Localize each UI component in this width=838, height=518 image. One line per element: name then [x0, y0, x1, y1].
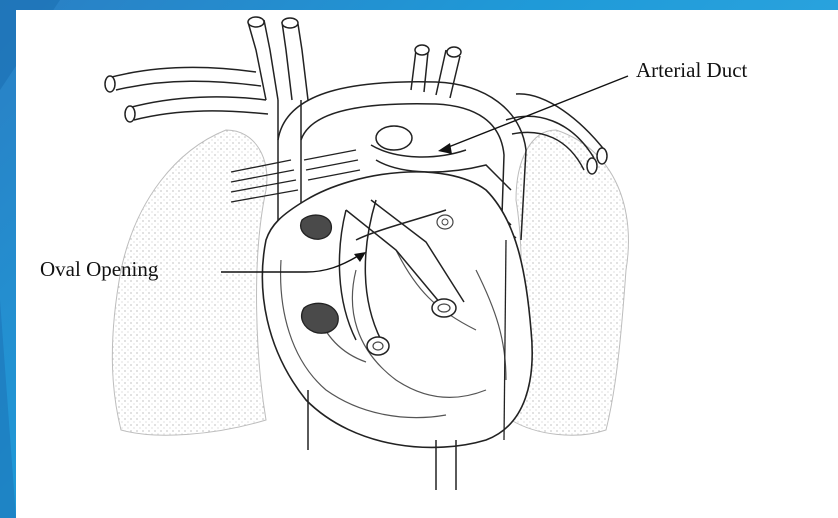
- arterial-duct-label: Arterial Duct: [636, 58, 747, 83]
- left-lung: [112, 130, 267, 435]
- oval-opening-label: Oval Opening: [40, 257, 158, 282]
- diagram-card: Arterial Duct Oval Opening: [16, 10, 838, 518]
